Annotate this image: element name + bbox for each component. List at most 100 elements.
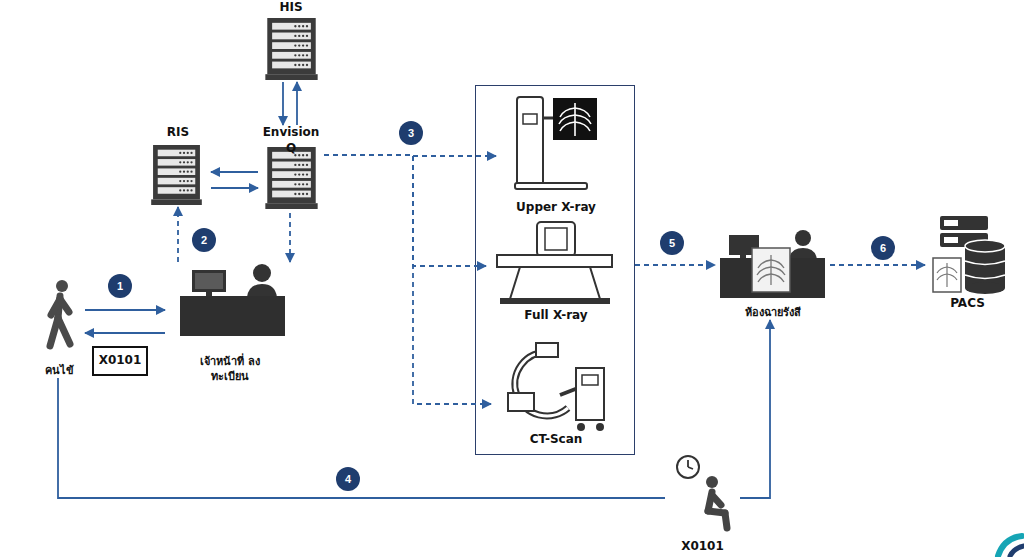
flow-arrow (211, 171, 258, 173)
walking-patient (58, 318, 70, 344)
registration-node: เจ้าหน้าที่ ลงทะเบียน (165, 262, 295, 384)
full-xray-machine (500, 298, 610, 304)
logo-mark (1010, 546, 1024, 556)
radiology-desk (789, 248, 817, 259)
registration-desk (195, 273, 223, 289)
server-node: RIS (145, 125, 211, 207)
pacs-storage (937, 274, 947, 280)
flow-arrow (58, 378, 665, 498)
waiting-patient (725, 513, 727, 528)
pacs-storage (944, 237, 958, 243)
registration-desk (192, 270, 226, 292)
data-flow-arrow (324, 155, 496, 156)
c-arm-scanner (536, 343, 558, 357)
flow-arrow (740, 320, 770, 498)
pacs-storage (933, 258, 961, 292)
upper-xray-machine (515, 183, 587, 189)
flow-arrow (296, 82, 298, 125)
pacs-storage (937, 263, 957, 287)
upper-xray-machine (553, 98, 597, 140)
flow-arrow (211, 187, 258, 189)
registration-desk (253, 264, 271, 282)
upper-xray-machine (559, 103, 591, 136)
data-flow-arrow (177, 207, 179, 262)
pacs-storage (965, 275, 1005, 279)
callout-number: 2 (192, 228, 216, 252)
upper-xray-machine (523, 114, 537, 124)
walking-patient (50, 280, 70, 346)
pacs-storage (940, 216, 988, 230)
data-flow-arrow (324, 155, 486, 266)
radiology-desk (720, 230, 825, 298)
c-arm-scanner (577, 423, 585, 431)
radiology-desk (771, 274, 784, 282)
walking-patient (60, 299, 69, 312)
callout-number: 5 (660, 231, 684, 255)
radiology-desk (757, 255, 785, 285)
c-arm-scanner (596, 423, 604, 431)
data-flow-arrow (635, 264, 715, 266)
pacs-storage (944, 220, 958, 226)
upper-xray-machine (560, 122, 575, 131)
node-label: เจ้าหน้าที่ ลงทะเบียน (190, 355, 270, 384)
radiology-desk (795, 230, 811, 246)
logo-mark (998, 536, 1024, 556)
full-xray-machine (537, 222, 575, 256)
upper-xray-machine (515, 97, 597, 189)
pacs-storage (965, 261, 1005, 265)
registration-desk (180, 264, 285, 336)
c-arm-scanner (508, 393, 534, 411)
waiting-patient (687, 460, 689, 467)
patient-node: คนไข้ (33, 278, 85, 378)
pacs-storage (965, 282, 1005, 294)
node-label: คนไข้ (45, 364, 74, 378)
pacs-storage (947, 274, 957, 280)
radiology-desk (758, 274, 771, 282)
modality-node: CT-Scan (491, 336, 621, 448)
server-icon (265, 147, 317, 209)
waiting-patient (677, 456, 699, 478)
node-label: CT-Scan (530, 432, 583, 448)
c-arm-scanner (508, 343, 604, 431)
data-flow-arrow (324, 155, 491, 404)
upper-xray-machine (575, 122, 590, 131)
modality-group: Upper X-rayFull X-rayCT-Scan (475, 85, 635, 455)
node-label: X0101 (99, 353, 142, 369)
modality-node: Upper X-ray (496, 94, 616, 216)
full-xray-machine (497, 222, 612, 304)
pacs-storage (937, 267, 947, 273)
radiology-room-node: ห้องฉายรังสี (715, 225, 830, 320)
server-node: Envision Q (258, 125, 324, 213)
flow-arrow (85, 332, 165, 334)
server-icon (265, 18, 317, 80)
c-arm-scanner (582, 375, 598, 385)
pacs-node: PACS (925, 212, 1010, 312)
node-label: RIS (167, 125, 189, 141)
registration-desk (247, 284, 277, 297)
waiting-patient (706, 476, 727, 528)
walking-patient (56, 280, 68, 292)
pacs-storage (947, 267, 957, 273)
node-label: HIS (279, 0, 302, 16)
data-flow-arrow (830, 264, 925, 266)
node-label: Upper X-ray (516, 200, 596, 216)
flow-arrow (282, 82, 284, 125)
callout-number: 3 (399, 121, 423, 145)
pacs-storage (965, 240, 1005, 252)
waiting-patient-node: X0101 (665, 455, 740, 555)
callout-number: 1 (108, 274, 132, 298)
radiology-desk (752, 248, 790, 292)
server-icon (151, 145, 202, 205)
upper-xray-machine (517, 97, 543, 185)
callout-number: 4 (336, 467, 360, 491)
pacs-storage (933, 216, 1005, 294)
node-label: PACS (950, 296, 985, 312)
c-arm-scanner (576, 368, 604, 420)
waiting-patient (688, 467, 693, 469)
registration-desk (180, 296, 285, 336)
node-label: ห้องฉายรังสี (745, 306, 801, 320)
flow-arrow (85, 309, 165, 311)
